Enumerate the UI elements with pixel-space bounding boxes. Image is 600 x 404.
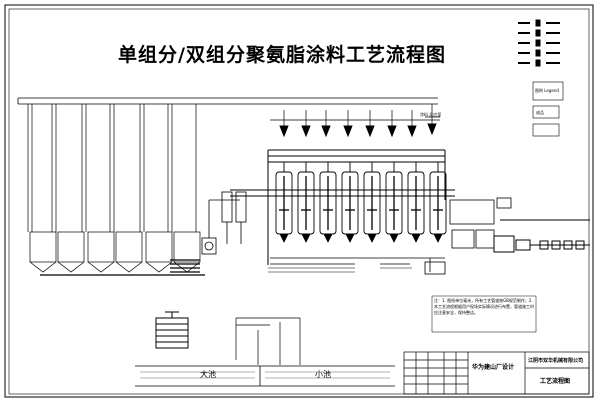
top-pipe-rack (17, 97, 438, 105)
tank-manifold (40, 259, 205, 276)
filter-units (449, 197, 512, 249)
notes-box (431, 295, 537, 333)
legend-symbols (518, 19, 560, 67)
title-block (403, 351, 590, 395)
process-headers (230, 149, 455, 265)
dimension-lines (268, 267, 412, 273)
outer-border (4, 4, 594, 398)
top-dosing-valves (279, 123, 437, 138)
dosing-line (270, 104, 440, 126)
transfer-pump (201, 199, 240, 255)
notes-text: 注：1. 图纸单位毫米，所有工艺管道按GB规范制作；2. 本工艺流程根据用户现场… (434, 298, 534, 315)
project-name: 华为建山厂设计 (472, 364, 515, 371)
filling-line (493, 219, 590, 253)
company-name: 江阴市双华机械有限公司 (528, 358, 584, 364)
reactors (275, 162, 447, 235)
water-pools (135, 365, 395, 387)
raw-material-tanks (27, 104, 201, 273)
pool-pipes (235, 317, 301, 365)
inner-border (8, 8, 590, 395)
bottom-header (270, 257, 446, 275)
legend-boxes (532, 81, 564, 137)
reactor-label: 涂料 反应釜 (420, 112, 442, 117)
drawing-name: 工艺流程图 (540, 378, 571, 385)
reactor-agitators (279, 176, 443, 230)
premix-vessels (221, 191, 247, 244)
equipment-label: 成品 (536, 110, 544, 115)
large-pool-label: 大池 (200, 370, 216, 379)
cooling-tower (155, 311, 189, 349)
reactor-outlets (279, 233, 443, 243)
legend-heading: 图例 Legend (535, 88, 559, 93)
small-pool-label: 小池 (315, 370, 331, 379)
water-hatching (140, 371, 390, 379)
diagram-title: 单组分/双组分聚氨脂涂料工艺流程图 (118, 44, 446, 66)
